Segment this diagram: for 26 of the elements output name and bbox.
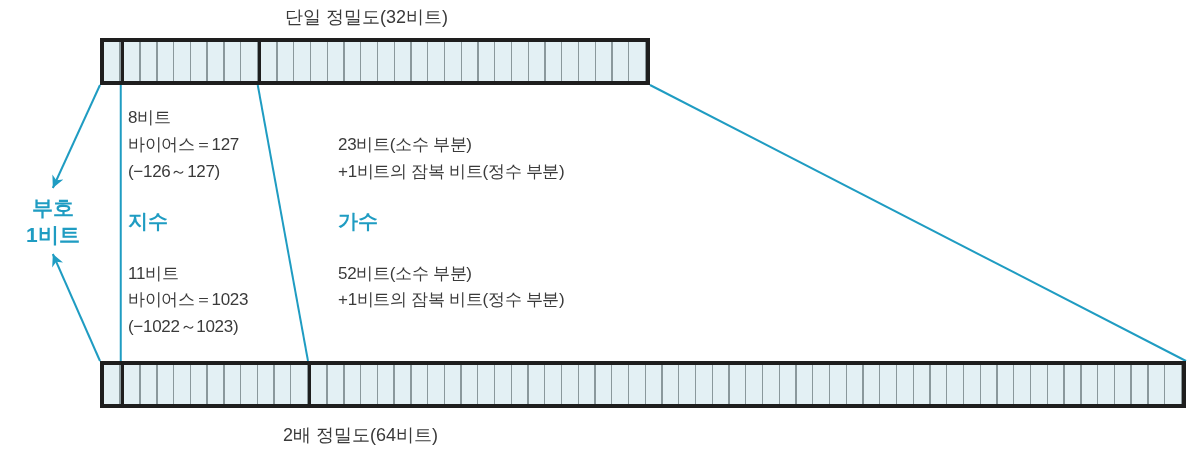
field-note: 23비트(소수 부분) [338,134,472,156]
sign-label: 부호 1비트 [22,188,84,254]
field-note: +1비트의 잠복 비트(정수 부분) [338,161,565,183]
field-note: +1비트의 잠복 비트(정수 부분) [338,289,565,311]
format-title: 단일 정밀도(32비트) [285,6,448,28]
field-name: 가수 [338,209,378,233]
field-name: 지수 [128,209,168,233]
field-note: (−1022～1023) [128,316,239,338]
connector-line [256,84,309,362]
sign-bit-field [100,361,121,408]
arrow [51,253,101,362]
connector-line [649,84,1187,362]
exponent-field [120,38,258,85]
field-note: 바이어스＝127 [128,134,239,156]
sign-bit-field [100,38,121,85]
field-note: (−126～127) [128,161,220,183]
connector-line [119,84,122,362]
format-title: 2배 정밀도(64비트) [283,424,439,446]
arrow [51,84,101,189]
field-note: 8비트 [128,107,171,129]
field-note: 52비트(소수 부분) [338,263,472,285]
mantissa-field [257,38,650,85]
field-note: 바이어스＝1023 [128,289,249,311]
field-note: 11비트 [128,263,179,285]
exponent-field [120,361,308,408]
mantissa-field [308,361,1186,408]
